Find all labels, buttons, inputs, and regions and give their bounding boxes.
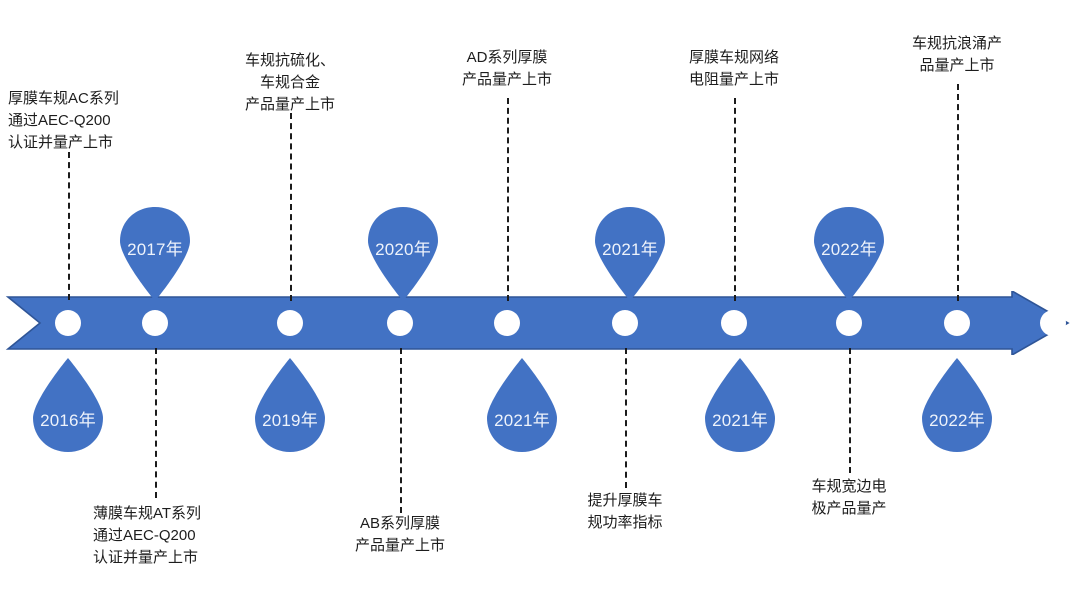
connector-line-bottom — [155, 348, 157, 498]
timeline-node-dot — [277, 310, 303, 336]
timeline-pin-top[interactable]: 2021年 — [587, 207, 673, 301]
connector-line-top — [68, 152, 70, 300]
pin-year-label: 2019年 — [262, 411, 318, 430]
caption-top: 厚膜车规网络 电阻量产上市 — [688, 49, 779, 88]
connector-line-bottom — [849, 348, 851, 473]
caption-bottom: AB系列厚膜 产品量产上市 — [354, 515, 445, 554]
timeline-pin-top[interactable]: 2022年 — [806, 207, 892, 301]
timeline-arrow-bar — [0, 291, 1080, 355]
timeline-node-dot — [494, 310, 520, 336]
connector-line-top — [734, 98, 736, 301]
pin-year-label: 2020年 — [375, 240, 431, 259]
pin-year-label: 2021年 — [602, 240, 658, 259]
caption-top: 厚膜车规AC系列 通过AEC-Q200 认证并量产上市 — [8, 90, 119, 151]
timeline-node-dot — [836, 310, 862, 336]
pin-year-label: 2017年 — [127, 240, 183, 259]
timeline-node-dot — [1040, 310, 1066, 336]
pin-year-label: 2022年 — [821, 240, 877, 259]
timeline-node-dot — [612, 310, 638, 336]
timeline-node-dot — [721, 310, 747, 336]
caption-bottom: 薄膜车规AT系列 通过AEC-Q200 认证并量产上市 — [93, 505, 202, 566]
timeline-node-dot — [142, 310, 168, 336]
connector-line-bottom — [400, 348, 402, 513]
timeline-pin-bottom[interactable]: 2022年 — [914, 358, 1000, 452]
timeline-pin-bottom[interactable]: 2019年 — [247, 358, 333, 452]
timeline-node-dot — [387, 310, 413, 336]
pin-year-label: 2021年 — [712, 411, 768, 430]
caption-top: 车规抗硫化、 车规合金 产品量产上市 — [244, 52, 335, 113]
connector-line-top — [290, 113, 292, 301]
timeline-pin-top[interactable]: 2020年 — [360, 207, 446, 301]
timeline-pin-bottom[interactable]: 2021年 — [697, 358, 783, 452]
caption-top: 车规抗浪涌产 品量产上市 — [911, 35, 1002, 74]
caption-bottom: 车规宽边电 极产品量产 — [811, 478, 887, 517]
timeline-node-dot — [944, 310, 970, 336]
connector-line-top — [957, 84, 959, 301]
pin-year-label: 2022年 — [929, 411, 985, 430]
pin-year-label: 2016年 — [40, 411, 96, 430]
timeline-node-dot — [55, 310, 81, 336]
timeline-pin-bottom[interactable]: 2016年 — [25, 358, 111, 452]
timeline-pin-bottom[interactable]: 2021年 — [479, 358, 565, 452]
caption-bottom: 提升厚膜车 规功率指标 — [587, 492, 663, 531]
connector-line-top — [507, 98, 509, 301]
caption-top: AD系列厚膜 产品量产上市 — [461, 49, 552, 88]
connector-line-bottom — [625, 348, 627, 488]
timeline-pin-top[interactable]: 2017年 — [112, 207, 198, 301]
pin-year-label: 2021年 — [494, 411, 550, 430]
